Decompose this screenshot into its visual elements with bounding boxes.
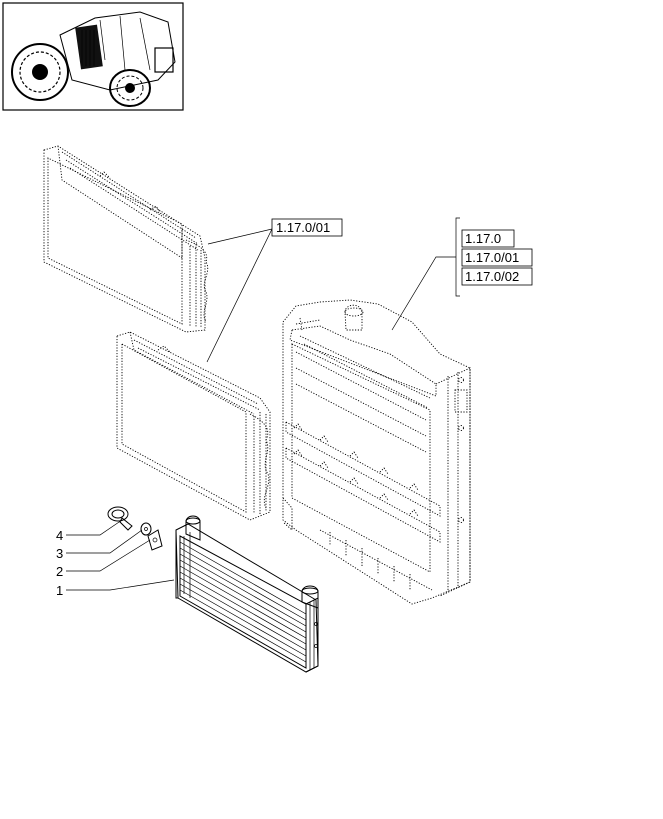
washer-item-3: [140, 522, 152, 536]
middle-condenser-core: [116, 331, 271, 521]
reference-left-group[interactable]: 1.17.0/01: [271, 218, 343, 237]
tractor-thumbnail: [2, 2, 184, 111]
sensor-item-4: [107, 506, 133, 531]
leader-lines: [66, 217, 460, 591]
reference-label: 1.17.0/01: [276, 220, 330, 235]
reference-link-3[interactable]: 1.17.0/02: [461, 267, 533, 286]
callout-2: 2: [56, 564, 63, 579]
callout-4: 4: [56, 528, 63, 543]
reference-link-2[interactable]: 1.17.0/01: [461, 248, 533, 267]
reference-label: 1.17.0/02: [465, 269, 519, 284]
callout-numbers: 1 2 3 4: [56, 528, 63, 598]
oil-cooler-item-1: [175, 515, 319, 673]
reference-label: 1.17.0/01: [465, 250, 519, 265]
main-radiator-assembly: [282, 299, 471, 605]
clamp-item-2: [147, 529, 163, 551]
upper-cooler-core: [43, 145, 209, 333]
callout-1: 1: [56, 583, 63, 598]
callout-3: 3: [56, 546, 63, 561]
reference-label: 1.17.0: [465, 231, 501, 246]
reference-link-1[interactable]: 1.17.0: [461, 229, 515, 248]
reference-right-group: 1.17.0 1.17.0/01 1.17.0/02: [461, 229, 533, 286]
tractor-rear-wheel-icon: [11, 43, 69, 101]
